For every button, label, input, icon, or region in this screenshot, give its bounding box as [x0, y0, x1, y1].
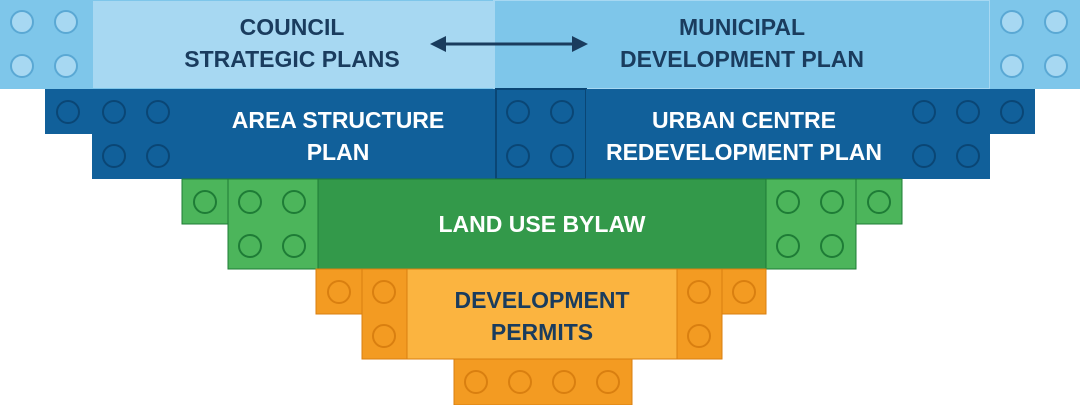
brick-green-right: [765, 178, 857, 270]
brick-development-permits: [406, 268, 678, 360]
tier-development-permits: DEVELOPMENT PERMITS: [315, 268, 767, 405]
urban-centre-label-line1: URBAN CENTRE: [652, 107, 836, 133]
development-permits-label-line1: DEVELOPMENT: [454, 287, 629, 313]
tier-council-municipal: COUNCIL STRATEGIC PLANS MUNICIPAL DEVELO…: [0, 0, 1080, 90]
tier-area-urban: AREA STRUCTURE PLAN URBAN CENTRE REDEVEL…: [45, 88, 1035, 180]
studs-orange: [327, 280, 756, 394]
urban-centre-label-line2: REDEVELOPMENT PLAN: [606, 139, 882, 165]
area-structure-label-line1: AREA STRUCTURE: [232, 107, 445, 133]
brick-dark-right: [902, 89, 990, 179]
double-headed-arrow-icon: [430, 36, 588, 52]
studs-green: [193, 190, 891, 258]
council-label-line1: COUNCIL: [240, 14, 345, 40]
brick-green-left: [227, 178, 319, 270]
brick-right-end-light: [990, 0, 1080, 89]
studs-light-left: [10, 10, 78, 78]
tier-land-use: LAND USE BYLAW: [181, 178, 903, 270]
brick-area-structure: [182, 89, 496, 179]
brick-dark-left: [92, 89, 182, 179]
brick-urban-centre: [586, 89, 902, 179]
brick-council: [91, 0, 495, 90]
studs-dark: [56, 100, 1024, 168]
land-use-label: LAND USE BYLAW: [439, 211, 646, 237]
municipal-label-line1: MUNICIPAL: [679, 14, 805, 40]
studs-light-right: [1000, 10, 1068, 78]
council-label-line2: STRATEGIC PLANS: [184, 46, 400, 72]
area-structure-label-line2: PLAN: [307, 139, 370, 165]
development-permits-label-line2: PERMITS: [491, 319, 593, 345]
brick-dark-middle: [495, 88, 587, 180]
brick-land-use: [317, 178, 767, 270]
municipal-label-line2: DEVELOPMENT PLAN: [620, 46, 864, 72]
